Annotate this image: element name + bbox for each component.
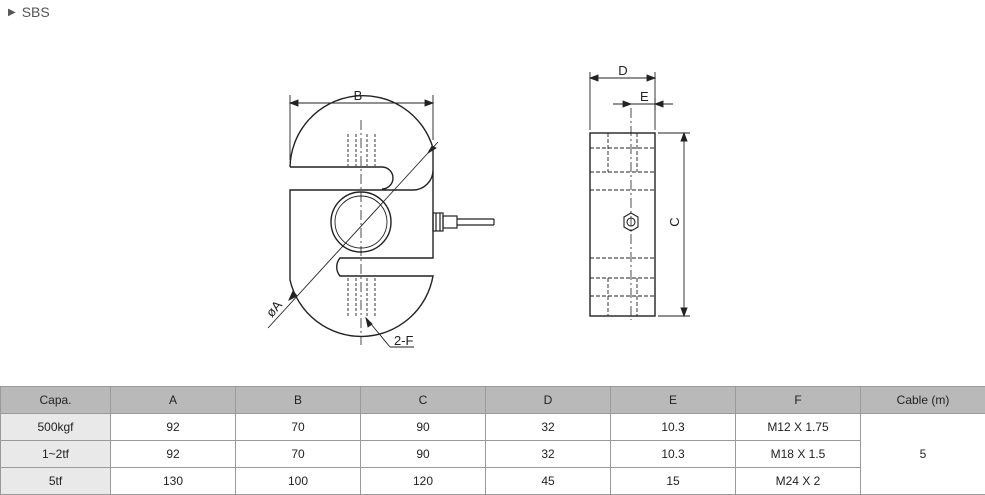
s-beam-outline	[289, 95, 434, 338]
label-b: B	[354, 88, 363, 103]
cell-c: 90	[360, 440, 486, 468]
table-row: 5tf 130 100 120 45 15 M24 X 2	[0, 467, 985, 495]
side-gland	[623, 212, 639, 232]
header-c: C	[360, 386, 486, 414]
table-row: 500kgf 92 70 90 32 10.3 M12 X 1.75 5	[0, 413, 985, 495]
table-header-row: Capa. A B C D E F Cable (m)	[0, 386, 985, 414]
threaded-holes-front	[347, 134, 376, 318]
cell-cable: 5	[860, 413, 985, 495]
label-d: D	[618, 63, 627, 78]
cell-capa: 1~2tf	[0, 440, 111, 468]
cell-e: 15	[610, 467, 736, 495]
cell-f: M18 X 1.5	[735, 440, 861, 468]
cell-f: M24 X 2	[735, 467, 861, 495]
dimension-e	[613, 98, 673, 110]
section-title-text: SBS	[21, 4, 50, 20]
header-e: E	[610, 386, 736, 414]
label-a: øA	[263, 297, 285, 320]
cell-d: 45	[485, 467, 611, 495]
cell-e: 10.3	[610, 440, 736, 468]
dimension-b	[288, 95, 435, 160]
cell-capa: 500kgf	[0, 413, 111, 441]
cell-d: 32	[485, 440, 611, 468]
cell-b: 70	[235, 440, 361, 468]
label-f: 2-F	[394, 333, 414, 348]
header-f: F	[735, 386, 861, 414]
header-capa: Capa.	[0, 386, 111, 414]
center-hole-inner	[334, 195, 388, 249]
cell-capa: 5tf	[0, 467, 111, 495]
header-cable: Cable (m)	[860, 386, 985, 414]
triangle-bullet-icon: ▶	[8, 6, 16, 18]
cable-gland	[432, 212, 495, 232]
cell-f: M12 X 1.75	[735, 413, 861, 441]
side-body	[589, 132, 656, 317]
technical-drawing: B øA 2-F	[263, 63, 690, 348]
section-title: ▶ SBS	[8, 4, 50, 20]
cell-c: 90	[360, 413, 486, 441]
header-a: A	[110, 386, 236, 414]
header-b: B	[235, 386, 361, 414]
cell-c: 120	[360, 467, 486, 495]
cell-b: 100	[235, 467, 361, 495]
table-row: 1~2tf 92 70 90 32 10.3 M18 X 1.5	[0, 440, 985, 468]
label-e: E	[640, 89, 649, 104]
dimension-a	[267, 141, 439, 329]
label-c: C	[667, 217, 682, 226]
front-view	[289, 95, 434, 338]
dimension-c	[658, 131, 690, 318]
cell-b: 70	[235, 413, 361, 441]
cell-d: 32	[485, 413, 611, 441]
side-view	[589, 132, 656, 317]
cell-a: 92	[110, 413, 236, 441]
cell-a: 92	[110, 440, 236, 468]
spec-table: Capa. A B C D E F Cable (m) 500kgf 92 70…	[0, 386, 985, 495]
side-view-dashed	[590, 133, 655, 316]
cell-e: 10.3	[610, 413, 736, 441]
leader-f	[365, 316, 414, 348]
dimension-d	[588, 72, 657, 130]
cell-a: 130	[110, 467, 236, 495]
header-d: D	[485, 386, 611, 414]
